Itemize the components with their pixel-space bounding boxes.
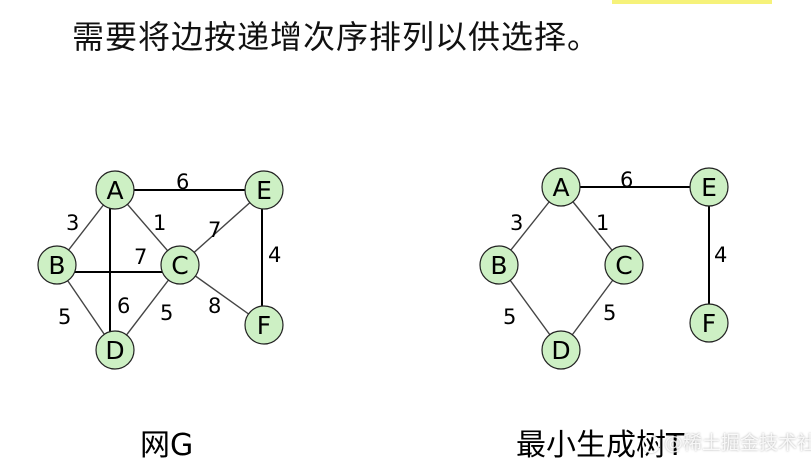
node-g-a: A	[95, 170, 135, 210]
node-t-b-label: B	[490, 251, 507, 280]
weight-t-e-f: 4	[714, 243, 727, 267]
weight-g-a-d: 6	[117, 294, 130, 318]
node-t-c-label: C	[615, 251, 632, 280]
node-g-c-label: C	[171, 251, 188, 280]
weight-t-a-b: 3	[510, 211, 523, 235]
weight-g-b-d: 5	[58, 305, 71, 329]
node-g-e: E	[244, 170, 284, 210]
weight-g-c-d: 5	[160, 301, 173, 325]
watermark: @稀土掘金技术社区	[642, 428, 811, 455]
weight-t-c-d: 5	[603, 301, 616, 325]
node-g-e-label: E	[256, 176, 272, 205]
node-g-f: F	[244, 305, 284, 345]
node-g-d: D	[95, 330, 135, 370]
graph-g: 6 3 1 6 7 5 7 5 8 4 A B C	[37, 170, 284, 370]
weight-t-a-e: 6	[620, 168, 633, 192]
node-g-a-label: A	[106, 176, 123, 205]
weight-t-b-d: 5	[503, 305, 516, 329]
node-t-d: D	[541, 330, 581, 370]
weight-g-a-e: 6	[176, 170, 189, 194]
weight-g-c-e: 7	[208, 218, 221, 242]
node-t-e-label: E	[701, 173, 717, 202]
node-g-c: C	[160, 245, 200, 285]
watermark-text: @稀土掘金技术社区	[664, 432, 811, 454]
weight-g-a-c: 1	[153, 211, 166, 235]
node-g-b: B	[37, 245, 77, 285]
weight-g-e-f: 4	[268, 243, 281, 267]
node-t-d-label: D	[551, 336, 570, 365]
weight-g-c-f: 8	[208, 294, 221, 318]
node-t-e: E	[689, 167, 729, 207]
page-title: 需要将边按递增次序排列以供选择。	[72, 18, 601, 56]
tree-t: 6 3 1 5 5 4 A B C D	[479, 167, 729, 370]
node-g-f-label: F	[257, 311, 271, 340]
weight-g-b-c: 7	[134, 245, 147, 269]
top-highlight-bar	[612, 0, 772, 4]
weight-g-a-b: 3	[66, 211, 79, 235]
node-t-a: A	[541, 167, 581, 207]
watermark-logo-icon	[642, 434, 660, 453]
node-t-f: F	[689, 303, 729, 343]
node-t-b: B	[479, 245, 519, 285]
node-g-b-label: B	[48, 251, 65, 280]
weight-t-a-c: 1	[596, 211, 609, 235]
graph-g-caption: 网G	[140, 428, 194, 463]
node-t-f-label: F	[702, 309, 716, 338]
node-t-c: C	[604, 245, 644, 285]
node-t-a-label: A	[552, 173, 569, 202]
node-g-d-label: D	[105, 336, 124, 365]
